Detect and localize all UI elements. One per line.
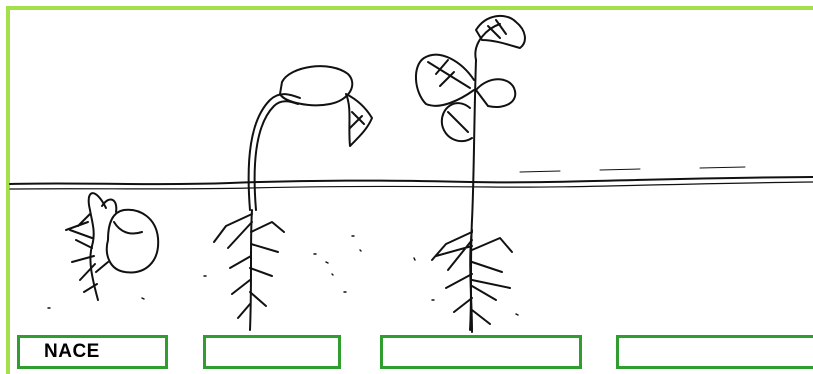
stage-label-box-3[interactable] — [380, 335, 582, 369]
seed-stage-2 — [214, 66, 372, 330]
stage-label-box-1[interactable]: NACE — [17, 335, 168, 369]
seed-stage-3 — [416, 16, 525, 332]
soil-line — [10, 167, 813, 189]
stage-label-text-1: NACE — [20, 341, 100, 363]
soil-specks — [48, 236, 518, 315]
stage-label-box-4[interactable] — [616, 335, 813, 369]
seed-stage-1 — [66, 193, 158, 300]
stage-label-box-2[interactable] — [203, 335, 341, 369]
